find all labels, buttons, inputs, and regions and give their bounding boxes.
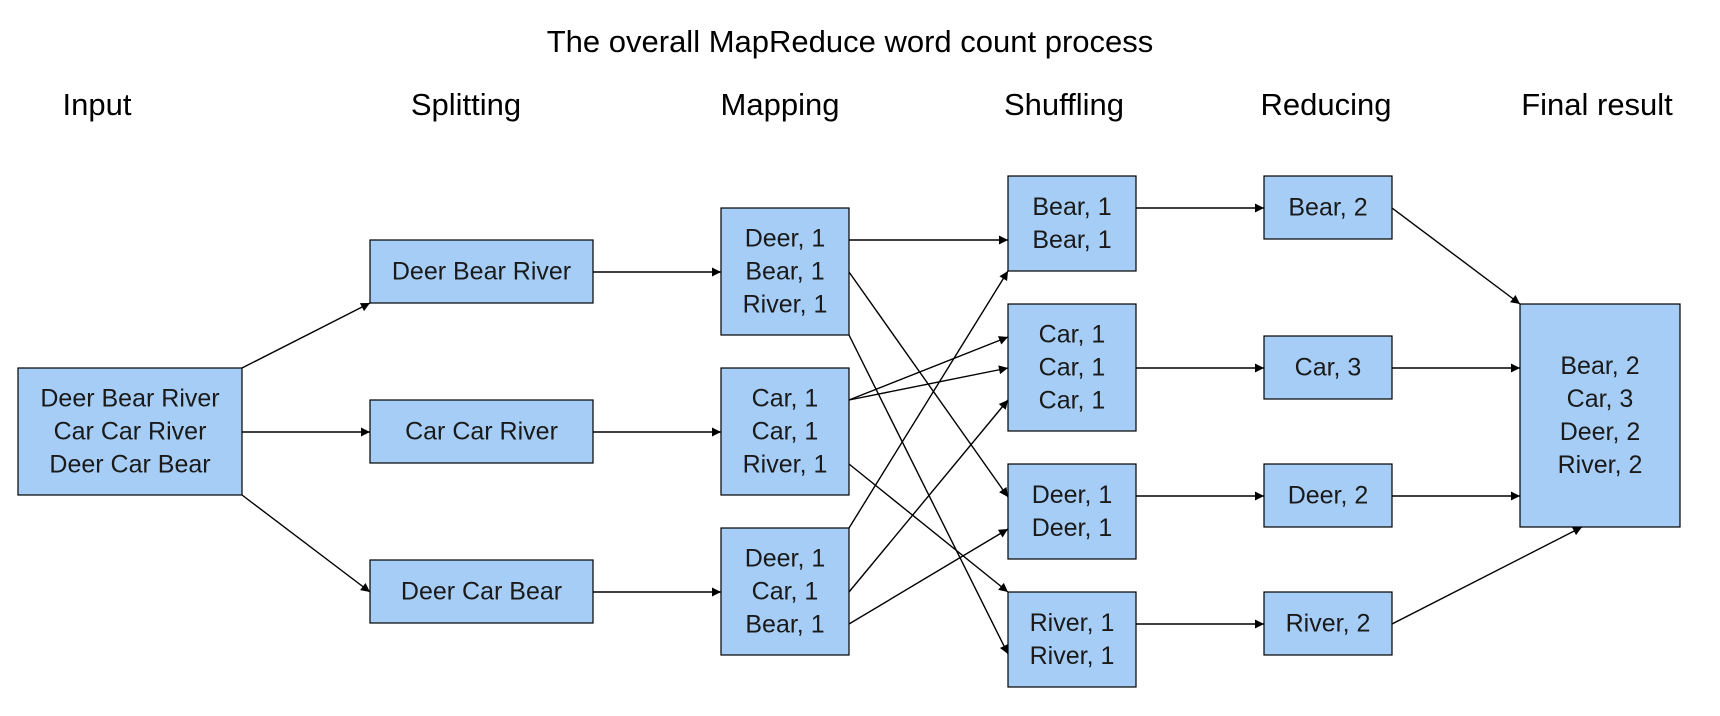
arrow-reduce-bear-to-final — [1391, 207, 1521, 305]
arrow-map-1-to-shuffle-river — [848, 334, 1009, 655]
node-text-input-2: Deer Car Bear — [49, 451, 210, 479]
node-text-map-2-2: River, 1 — [743, 451, 828, 479]
node-text-reduce-car-0: Car, 3 — [1295, 354, 1362, 382]
node-text-shuffle-deer-0: Deer, 1 — [1032, 481, 1113, 509]
node-text-map-3-2: Bear, 1 — [745, 611, 824, 639]
node-box-split-2 — [369, 399, 594, 464]
node-text-shuffle-bear-0: Bear, 1 — [1032, 193, 1111, 221]
node-text-reduce-deer-0: Deer, 2 — [1288, 482, 1369, 510]
node-map-3: Deer, 1 Car, 1 Bear, 1 — [720, 527, 850, 656]
node-box-shuffle-deer — [1007, 463, 1137, 560]
node-text-shuffle-car-0: Car, 1 — [1039, 321, 1106, 349]
node-text-shuffle-deer-1: Deer, 1 — [1032, 514, 1113, 542]
node-text-final-2: Deer, 2 — [1560, 418, 1641, 446]
node-text-map-3-1: Car, 1 — [752, 578, 819, 606]
stage-labels: Input Splitting Mapping Shuffling Reduci… — [63, 87, 1674, 122]
node-text-map-1-2: River, 1 — [743, 291, 828, 319]
node-text-final-1: Car, 3 — [1567, 385, 1634, 413]
node-box-shuffle-river — [1007, 591, 1137, 688]
node-map-1: Deer, 1 Bear, 1 River, 1 — [720, 207, 850, 336]
node-text-map-2-1: Car, 1 — [752, 418, 819, 446]
node-box-map-2 — [720, 367, 850, 496]
node-text-shuffle-river-0: River, 1 — [1030, 609, 1115, 637]
arrow-reduce-river-to-final — [1391, 526, 1583, 625]
arrow-map-2-to-shuffle-river — [848, 463, 1009, 593]
arrow-map-2-to-shuffle-car — [848, 365, 1009, 401]
node-text-shuffle-river-1: River, 1 — [1030, 642, 1115, 670]
node-split-1: Deer Bear River — [369, 239, 594, 304]
stage-label-mapping: Mapping — [721, 87, 840, 122]
node-split-3: Deer Car Bear — [369, 559, 594, 624]
edges — [241, 203, 1583, 655]
node-text-map-1-1: Bear, 1 — [745, 258, 824, 286]
node-text-map-1-0: Deer, 1 — [745, 225, 826, 253]
node-reduce-bear: Bear, 2 — [1263, 175, 1393, 240]
node-box-map-3 — [720, 527, 850, 656]
node-text-split-3-0: Deer Car Bear — [401, 578, 562, 606]
node-text-shuffle-car-2: Car, 1 — [1039, 387, 1106, 415]
stage-label-splitting: Splitting — [411, 87, 521, 122]
arrow-map-2-to-shuffle-car — [848, 336, 1009, 401]
arrow-input-to-split-3 — [241, 494, 371, 593]
node-text-reduce-bear-0: Bear, 2 — [1288, 194, 1367, 222]
node-box-reduce-car — [1263, 335, 1393, 400]
arrow-map-3-to-shuffle-bear — [848, 270, 1009, 529]
node-text-final-0: Bear, 2 — [1560, 352, 1639, 380]
node-box-shuffle-bear — [1007, 175, 1137, 272]
node-reduce-car: Car, 3 — [1263, 335, 1393, 400]
node-reduce-deer: Deer, 2 — [1263, 463, 1393, 528]
node-text-shuffle-car-1: Car, 1 — [1039, 354, 1106, 382]
node-box-split-3 — [369, 559, 594, 624]
node-box-reduce-deer — [1263, 463, 1393, 528]
stage-label-input: Input — [63, 87, 132, 122]
node-split-2: Car Car River — [369, 399, 594, 464]
node-text-map-2-0: Car, 1 — [752, 385, 819, 413]
node-text-shuffle-bear-1: Bear, 1 — [1032, 226, 1111, 254]
node-text-input-1: Car Car River — [54, 418, 207, 446]
node-box-split-1 — [369, 239, 594, 304]
node-text-split-2-0: Car Car River — [405, 418, 558, 446]
node-final: Bear, 2 Car, 3 Deer, 2 River, 2 — [1519, 303, 1681, 528]
arrow-map-3-to-shuffle-deer — [848, 528, 1009, 625]
node-box-input — [17, 367, 243, 496]
diagram-title: The overall MapReduce word count process — [547, 24, 1154, 59]
node-text-map-3-0: Deer, 1 — [745, 545, 826, 573]
arrow-input-to-split-1 — [241, 302, 371, 369]
node-box-map-1 — [720, 207, 850, 336]
node-reduce-river: River, 2 — [1263, 591, 1393, 656]
arrow-map-3-to-shuffle-car — [848, 399, 1009, 593]
node-shuffle-car: Car, 1 Car, 1 Car, 1 — [1007, 303, 1137, 432]
node-map-2: Car, 1 Car, 1 River, 1 — [720, 367, 850, 496]
node-box-reduce-bear — [1263, 175, 1393, 240]
node-shuffle-river: River, 1 River, 1 — [1007, 591, 1137, 688]
node-text-input-0: Deer Bear River — [40, 385, 219, 413]
stage-label-reducing: Reducing — [1261, 87, 1392, 122]
node-shuffle-deer: Deer, 1 Deer, 1 — [1007, 463, 1137, 560]
node-box-final — [1519, 303, 1681, 528]
node-text-final-3: River, 2 — [1558, 451, 1643, 479]
node-shuffle-bear: Bear, 1 Bear, 1 — [1007, 175, 1137, 272]
node-text-reduce-river-0: River, 2 — [1286, 610, 1371, 638]
node-box-shuffle-car — [1007, 303, 1137, 432]
node-box-reduce-river — [1263, 591, 1393, 656]
node-text-split-1-0: Deer Bear River — [392, 258, 571, 286]
stage-label-shuffling: Shuffling — [1004, 87, 1124, 122]
stage-label-final-result: Final result — [1521, 87, 1673, 122]
